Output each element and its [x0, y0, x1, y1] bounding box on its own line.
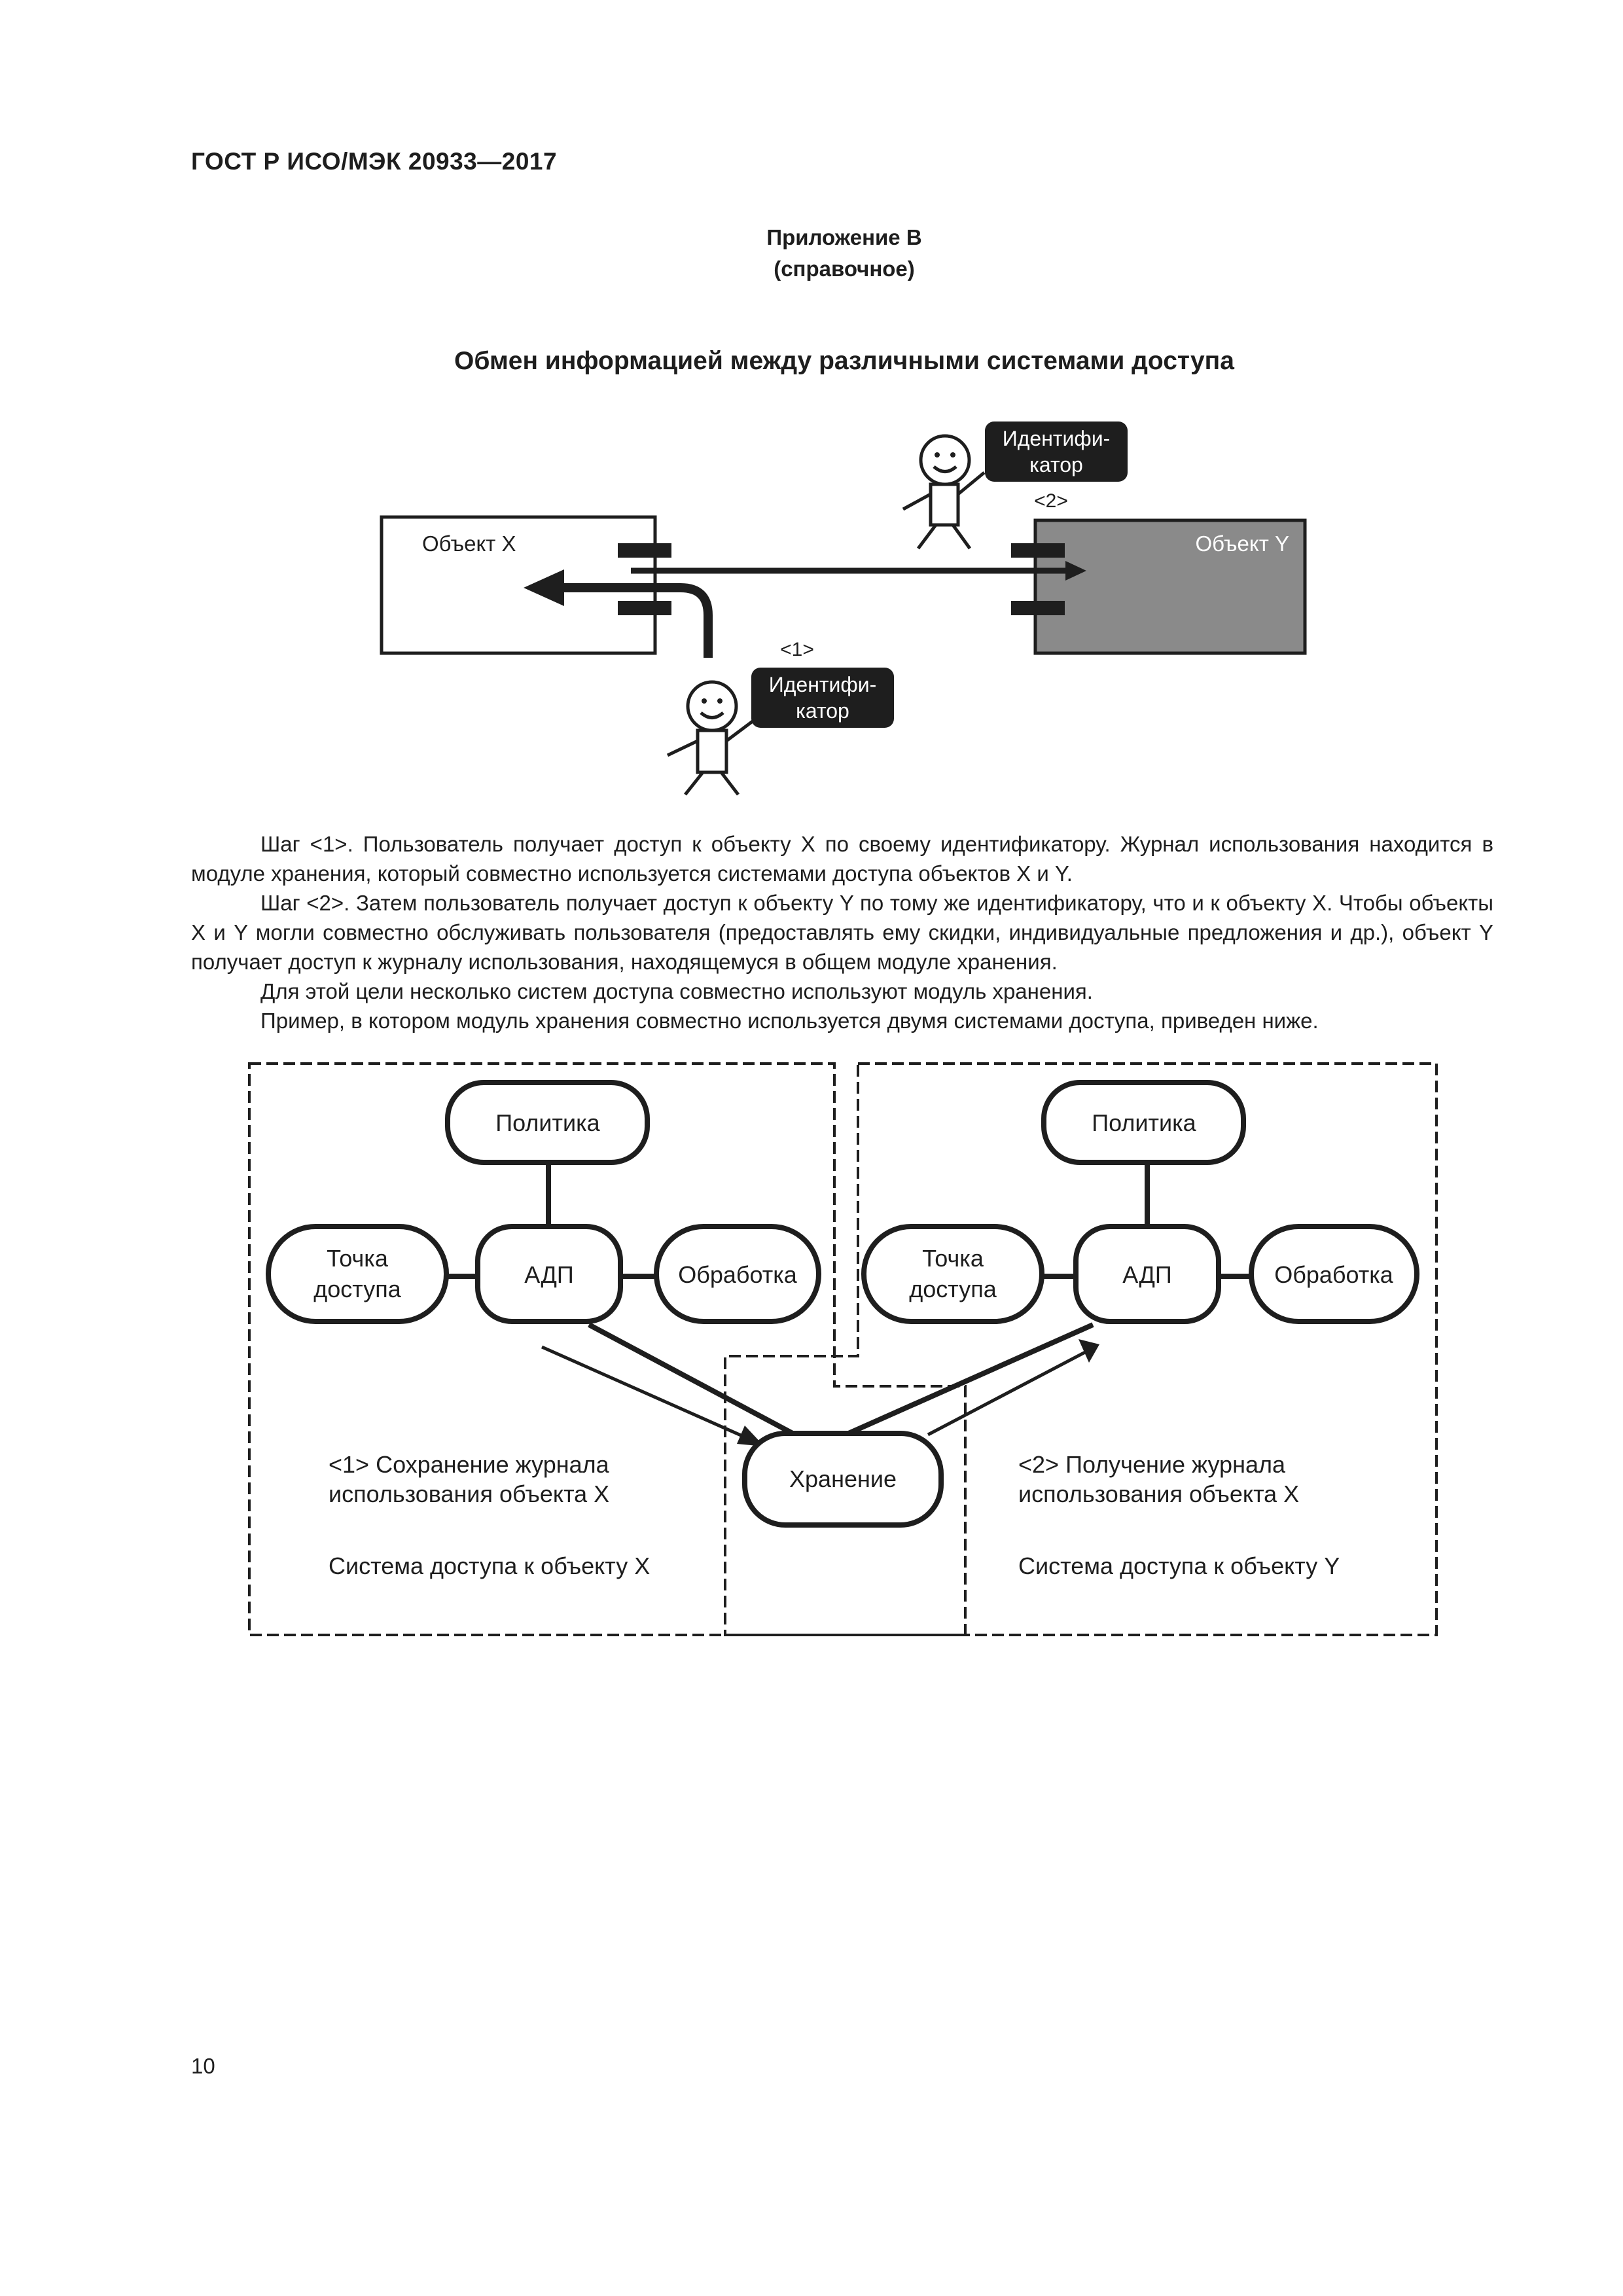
processing-node-x [654, 1224, 821, 1324]
left-system-label: Система доступа к объекту X [329, 1552, 650, 1579]
access-point-label-y-2: доступа [909, 1276, 997, 1302]
identifier-1-line2: катор [796, 699, 849, 723]
policy-node-y [1041, 1080, 1246, 1165]
arrow-head-x [524, 569, 564, 606]
right-caption-line2: использования объекта X [1018, 1480, 1299, 1507]
object-x-label: Объект X [422, 531, 516, 556]
storage-sharing-figure: Политика Точка доступа АДП Обработка Хра… [248, 1062, 1438, 1636]
right-caption-line1: <2> Получение журнала [1018, 1451, 1286, 1478]
document-header: ГОСТ Р ИСО/МЭК 20933—2017 [191, 148, 558, 175]
left-caption-line2: использования объекта X [329, 1480, 609, 1507]
system-x-boundary [248, 1062, 967, 1636]
get-log-arrow [927, 1350, 1088, 1437]
annex-kind: (справочное) [774, 257, 915, 281]
processing-label-y: Обработка [1274, 1261, 1394, 1288]
policy-label-y: Политика [1092, 1109, 1196, 1136]
storage-label: Хранение [789, 1465, 897, 1492]
processing-label-x: Обработка [678, 1261, 798, 1288]
user-2-icon [902, 434, 986, 550]
page-number: 10 [191, 2054, 215, 2078]
access-figure: Объект X Объект Y Идентифи- катор <2> [380, 422, 1307, 796]
left-caption-line1: <1> Сохранение журнала [329, 1451, 610, 1478]
paragraph-example: Пример, в котором модуль хранения совмес… [260, 1009, 1319, 1033]
adp-label-y: АДП [1122, 1261, 1171, 1288]
paragraph-step-1: Шаг <1>. Пользователь получает доступ к … [191, 832, 1493, 886]
save-log-arrow [541, 1345, 753, 1442]
identifier-1-line1: Идентифи- [769, 673, 877, 696]
access-point-label-x-2: доступа [313, 1276, 401, 1302]
arrow-head-y [1065, 561, 1086, 581]
annex-title: Приложение В [766, 225, 922, 249]
identifier-badge-2 [985, 422, 1128, 482]
identifier-2-line1: Идентифи- [1003, 427, 1111, 450]
arrow-to-object-x [562, 583, 713, 658]
step-1-label: <1> [780, 639, 814, 660]
get-log-arrow-head [1079, 1339, 1099, 1363]
connector-x-top [618, 543, 671, 558]
object-y-label: Объект Y [1195, 531, 1289, 556]
access-point-label-x-1: Точка [327, 1245, 389, 1272]
access-point-node-y [861, 1224, 1044, 1324]
storage-node [742, 1431, 944, 1528]
user-1-icon [666, 680, 754, 796]
object-y-box [1033, 518, 1307, 655]
paragraph-purpose: Для этой цели несколько систем доступа с… [260, 979, 1093, 1003]
access-point-label-y-1: Точка [922, 1245, 984, 1272]
right-system-label: Система доступа к объекту Y [1018, 1552, 1340, 1579]
connector-y-bottom [1011, 601, 1065, 615]
adp-label-x: АДП [524, 1261, 573, 1288]
policy-node-x [445, 1080, 650, 1165]
document-title: Обмен информацией между различными систе… [454, 347, 1234, 375]
adp-node-x [475, 1224, 623, 1324]
identifier-badge-1 [751, 668, 894, 728]
processing-node-y [1249, 1224, 1419, 1324]
paragraph-step-2: Шаг <2>. Затем пользователь получает дос… [191, 891, 1493, 974]
connector-y-top [1011, 543, 1065, 558]
adp-node-y [1073, 1224, 1221, 1324]
system-y-boundary [724, 1062, 1438, 1636]
identifier-2-line2: катор [1029, 453, 1083, 476]
connector-x-bottom [618, 601, 671, 615]
policy-label-x: Политика [495, 1109, 600, 1136]
step-2-label: <2> [1034, 490, 1068, 512]
access-point-node-x [266, 1224, 449, 1324]
